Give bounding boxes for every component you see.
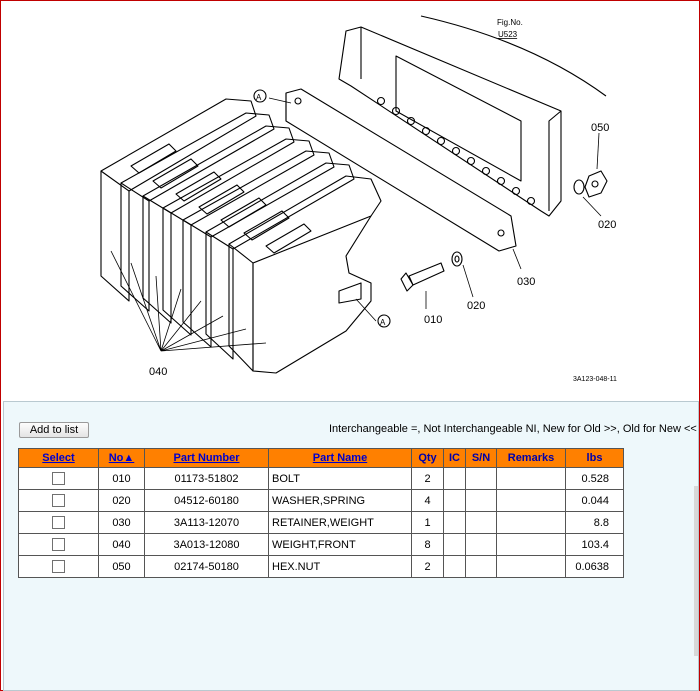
part-name-cell: HEX.NUT — [268, 555, 412, 578]
interchangeability-legend: Interchangeable =, Not Interchangeable N… — [329, 423, 697, 435]
item-no-cell: 020 — [98, 489, 145, 512]
parts-list-panel: Add to list Interchangeable =, Not Inter… — [3, 401, 699, 691]
sn-cell — [465, 467, 497, 490]
ic-cell — [443, 489, 466, 512]
select-cell — [18, 467, 99, 490]
table-row: 050 02174-50180 HEX.NUT 2 0.0638 — [18, 555, 624, 578]
table-row: 040 3A013-12080 WEIGHT,FRONT 8 103.4 — [18, 533, 624, 556]
column-header-part-number[interactable]: Part Number — [144, 448, 269, 468]
parts-table: Select No▲ Part Number Part Name Qty IC … — [18, 448, 624, 578]
column-header-lbs: lbs — [565, 448, 624, 468]
qty-cell: 2 — [411, 467, 444, 490]
select-checkbox[interactable] — [52, 494, 65, 507]
remarks-cell — [496, 489, 566, 512]
remarks-cell — [496, 511, 566, 534]
column-header-no[interactable]: No▲ — [98, 448, 145, 468]
callout-050: 050 — [591, 122, 609, 134]
callout-040: 040 — [149, 366, 167, 378]
table-row: 030 3A113-12070 RETAINER,WEIGHT 1 8.8 — [18, 511, 624, 534]
column-header-qty: Qty — [411, 448, 444, 468]
callout-020-lower: 020 — [467, 300, 485, 312]
part-number-cell: 04512-60180 — [144, 489, 269, 512]
select-cell — [18, 555, 99, 578]
callout-020-upper: 020 — [598, 219, 616, 231]
column-header-remarks: Remarks — [496, 448, 566, 468]
part-number-cell: 02174-50180 — [144, 555, 269, 578]
select-cell — [18, 511, 99, 534]
lbs-cell: 0.528 — [565, 467, 624, 490]
select-checkbox[interactable] — [52, 472, 65, 485]
part-name-cell: WEIGHT,FRONT — [268, 533, 412, 556]
section-mark-a-top: A — [256, 93, 262, 102]
drawing-ref-code: 3A123-048-11 — [573, 376, 617, 383]
table-row: 020 04512-60180 WASHER,SPRING 4 0.044 — [18, 489, 624, 512]
part-number-cell: 3A113-12070 — [144, 511, 269, 534]
lbs-cell: 103.4 — [565, 533, 624, 556]
select-checkbox[interactable] — [52, 516, 65, 529]
sn-cell — [465, 489, 497, 512]
column-header-ic: IC — [443, 448, 466, 468]
frame-border-left — [0, 395, 1, 691]
qty-cell: 2 — [411, 555, 444, 578]
sn-cell — [465, 555, 497, 578]
qty-cell: 4 — [411, 489, 444, 512]
exploded-view-drawing: Fig.No. U523 3A123-048-11 040 010 020 03… — [100, 15, 617, 383]
vertical-scrollbar[interactable] — [694, 486, 698, 656]
remarks-cell — [496, 467, 566, 490]
lbs-cell: 8.8 — [565, 511, 624, 534]
qty-cell: 8 — [411, 533, 444, 556]
select-cell — [18, 489, 99, 512]
item-no-cell: 010 — [98, 467, 145, 490]
remarks-cell — [496, 555, 566, 578]
sn-cell — [465, 511, 497, 534]
callout-030: 030 — [517, 276, 535, 288]
ic-cell — [443, 533, 466, 556]
table-row: 010 01173-51802 BOLT 2 0.528 — [18, 467, 624, 490]
part-name-cell: BOLT — [268, 467, 412, 490]
select-checkbox[interactable] — [52, 560, 65, 573]
column-header-select[interactable]: Select — [18, 448, 99, 468]
table-header-row: Select No▲ Part Number Part Name Qty IC … — [18, 448, 624, 468]
select-checkbox[interactable] — [52, 538, 65, 551]
add-to-list-button[interactable]: Add to list — [19, 422, 89, 438]
part-number-cell: 3A013-12080 — [144, 533, 269, 556]
section-mark-a-bottom: A — [380, 318, 386, 327]
column-header-sn: S/N — [465, 448, 497, 468]
fig-no-label: Fig.No. — [497, 18, 523, 27]
remarks-cell — [496, 533, 566, 556]
callout-010: 010 — [424, 314, 442, 326]
parts-diagram: Fig.No. U523 3A123-048-11 040 010 020 03… — [0, 0, 700, 396]
select-cell — [18, 533, 99, 556]
ic-cell — [443, 555, 466, 578]
ic-cell — [443, 511, 466, 534]
part-name-cell: WASHER,SPRING — [268, 489, 412, 512]
lbs-cell: 0.044 — [565, 489, 624, 512]
column-header-part-name[interactable]: Part Name — [268, 448, 412, 468]
fig-code-label: U523 — [498, 30, 518, 39]
qty-cell: 1 — [411, 511, 444, 534]
lbs-cell: 0.0638 — [565, 555, 624, 578]
item-no-cell: 050 — [98, 555, 145, 578]
sn-cell — [465, 533, 497, 556]
part-number-cell: 01173-51802 — [144, 467, 269, 490]
item-no-cell: 040 — [98, 533, 145, 556]
ic-cell — [443, 467, 466, 490]
item-no-cell: 030 — [98, 511, 145, 534]
part-name-cell: RETAINER,WEIGHT — [268, 511, 412, 534]
